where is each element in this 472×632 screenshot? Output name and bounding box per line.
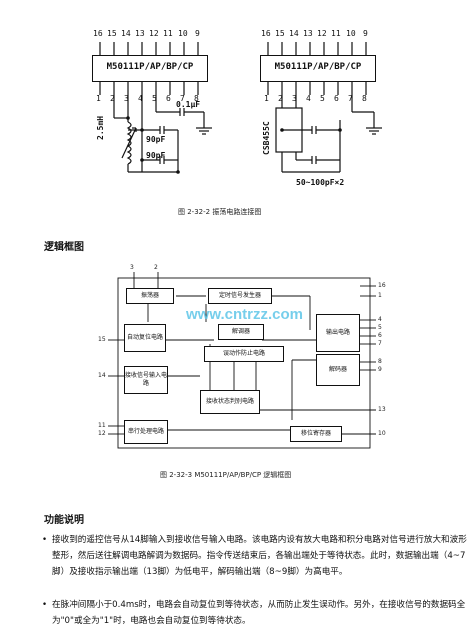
inductor-label: 2.5mH [96, 115, 105, 140]
pin-label: 16 [93, 29, 103, 38]
pin-right-13: 13 [378, 406, 386, 413]
auto-reset-block: 自动复位电路 [124, 324, 166, 352]
pin-label: 11 [331, 29, 341, 38]
resonator-label: CSB455C [262, 121, 271, 155]
pin-label: 3 [292, 94, 297, 103]
pin-label: 9 [195, 29, 200, 38]
pin-label: 10 [178, 29, 188, 38]
pin-right-9: 9 [378, 366, 382, 373]
pin-label: 2 [110, 94, 115, 103]
pin-left-14: 14 [98, 372, 106, 379]
cap-90pF-label-2: 90pF [146, 151, 166, 160]
receive-state-block: 接收状态判别电路 [200, 390, 260, 414]
pin-label: 16 [261, 29, 271, 38]
pin-label: 12 [149, 29, 159, 38]
pin-label: 12 [317, 29, 327, 38]
pin-top-2: 2 [154, 264, 158, 271]
pin-label: 11 [163, 29, 173, 38]
oscillator-circuit-figure [99, 42, 382, 174]
pin-label: 5 [152, 94, 157, 103]
pin-label: 8 [362, 94, 367, 103]
figure-2-32-2-caption: 图 2-32-2 振荡电路连接图 [178, 208, 262, 216]
caps-pair-label: 50~100pF×2 [296, 178, 345, 187]
pin-right-8: 8 [378, 358, 382, 365]
receiver-input-block: 接收信号输入电路 [124, 366, 168, 394]
pin-label: 9 [363, 29, 368, 38]
pin-right-1: 1 [378, 292, 382, 299]
ic-chip-left-label: M50111P/AP/BP/CP [106, 62, 194, 72]
figure-2-32-3-caption: 图 2-32-3 M50111P/AP/BP/CP 逻辑框图 [160, 471, 292, 479]
output-circuit-block: 输出电路 [316, 314, 360, 352]
ic-chip-right: M50111P/AP/BP/CP [260, 55, 376, 82]
bullet-dot-icon: • [42, 600, 48, 610]
pin-right-16: 16 [378, 282, 386, 289]
pin-label: 8 [194, 94, 199, 103]
pin-label: 14 [121, 29, 131, 38]
pin-right-7: 7 [378, 340, 382, 347]
bullet-text-1: 接收到的遥控信号从14脚输入到接收信号输入电路。该电路内设有放大电路和积分电路对… [52, 535, 467, 577]
watermark: www.cntrzz.com [186, 306, 303, 323]
pin-right-5: 5 [378, 324, 382, 331]
section-title-function: 功能说明 [44, 515, 84, 526]
shift-register-block: 移位寄存器 [290, 426, 342, 442]
pin-left-12: 12 [98, 430, 106, 437]
cap-0.1uF-label: 0.1μF [176, 100, 201, 109]
bullet-paragraph-2: • 在脉冲间隔小于0.4ms时，电路会自动复位到等待状态，从而防止发生误动作。另… [42, 597, 472, 629]
timing-generator-block: 定时信号发生器 [208, 288, 272, 304]
pin-label: 3 [124, 94, 129, 103]
pin-label: 6 [334, 94, 339, 103]
code-decoder-block: 解码器 [316, 354, 360, 386]
pin-label: 4 [306, 94, 311, 103]
pin-label: 4 [138, 94, 143, 103]
bullet-dot-icon: • [42, 535, 48, 545]
pin-label: 7 [348, 94, 353, 103]
pin-right-6: 6 [378, 332, 382, 339]
pin-label: 6 [166, 94, 171, 103]
bullet-text-2: 在脉冲间隔小于0.4ms时，电路会自动复位到等待状态，从而防止发生误动作。另外，… [52, 600, 466, 626]
pin-label: 13 [135, 29, 145, 38]
ic-chip-left: M50111P/AP/BP/CP [92, 55, 208, 82]
pin-label: 15 [275, 29, 285, 38]
pin-label: 14 [289, 29, 299, 38]
cap-90pF-label-1: 90pF [146, 135, 166, 144]
pin-label: 13 [303, 29, 313, 38]
pin-label: 2 [278, 94, 283, 103]
demodulator-block: 解调器 [218, 324, 264, 340]
pin-left-11: 11 [98, 422, 106, 429]
serial-process-block: 串行处理电路 [124, 420, 168, 444]
pin-label: 15 [107, 29, 117, 38]
pin-label: 1 [96, 94, 101, 103]
ic-chip-right-label: M50111P/AP/BP/CP [274, 62, 362, 72]
pin-top-3: 3 [130, 264, 134, 271]
pin-right-10: 10 [378, 430, 386, 437]
bullet-paragraph-1: • 接收到的遥控信号从14脚输入到接收信号输入电路。该电路内设有放大电路和积分电… [42, 532, 472, 580]
pin-label: 1 [264, 94, 269, 103]
oscillator-block: 振荡器 [126, 288, 174, 304]
pin-label: 10 [346, 29, 356, 38]
pin-label: 7 [180, 94, 185, 103]
misfire-prevention-block: 误动作防止电路 [204, 346, 284, 362]
pin-left-15: 15 [98, 336, 106, 343]
section-title-logic: 逻辑框图 [44, 242, 84, 253]
pin-right-4: 4 [378, 316, 382, 323]
pin-label: 5 [320, 94, 325, 103]
